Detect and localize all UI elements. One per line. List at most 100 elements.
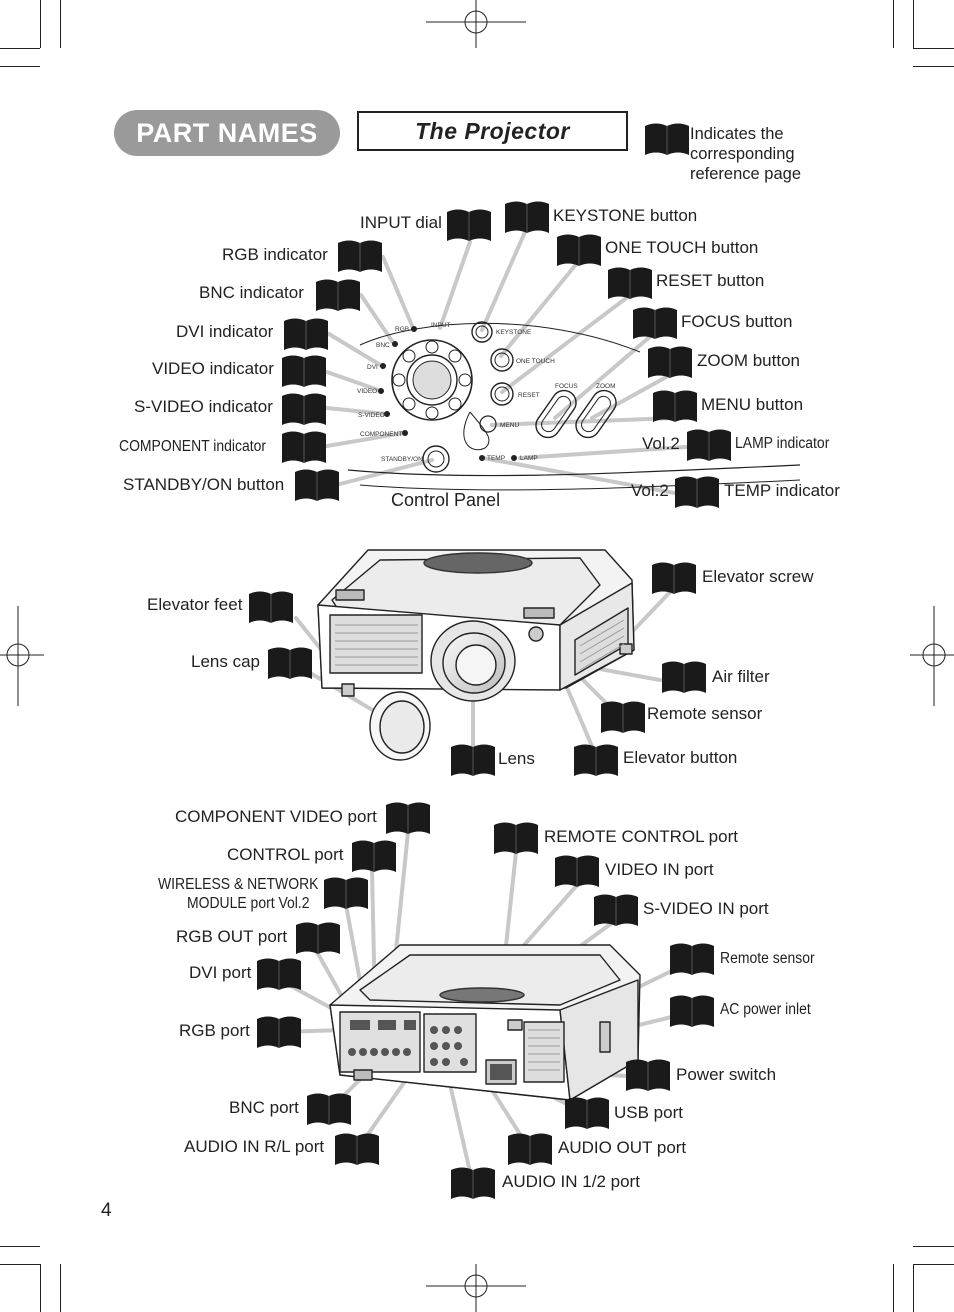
crop-mark bbox=[0, 1246, 40, 1247]
label-menu-button: MENU button bbox=[701, 395, 804, 414]
label-lamp-vol: Vol.2 bbox=[642, 434, 680, 453]
crop-mark bbox=[913, 1264, 954, 1265]
open-book-icon bbox=[573, 743, 619, 777]
label-temp-indicator: TEMP indicator bbox=[724, 481, 840, 500]
label-focus-button: FOCUS button bbox=[681, 312, 793, 331]
label-lamp-indicator: LAMP indicator bbox=[735, 435, 830, 452]
panel-text-focus: FOCUS bbox=[555, 383, 578, 390]
panel-text-input: INPUT bbox=[431, 322, 451, 329]
open-book-icon bbox=[651, 561, 697, 595]
open-book-icon bbox=[647, 345, 693, 379]
open-book-icon bbox=[306, 1092, 352, 1126]
label-control-port: CONTROL port bbox=[227, 845, 344, 864]
open-book-icon bbox=[450, 743, 496, 777]
open-book-icon bbox=[248, 590, 294, 624]
open-book-icon bbox=[295, 921, 341, 955]
open-book-icon bbox=[294, 468, 340, 502]
label-keystone-button: KEYSTONE button bbox=[553, 206, 698, 225]
open-book-icon bbox=[493, 821, 539, 855]
open-book-icon bbox=[674, 475, 720, 509]
label-lens: Lens bbox=[498, 749, 535, 768]
panel-text-keystone: KEYSTONE bbox=[496, 329, 532, 336]
open-book-icon bbox=[256, 957, 302, 991]
panel-text-dvi: DVI bbox=[367, 364, 378, 371]
label-rgb-indicator: RGB indicator bbox=[222, 245, 328, 264]
label-module-port: MODULE port Vol.2 bbox=[187, 895, 310, 912]
panel-text-standby: STANDBY/ON bbox=[381, 456, 423, 463]
open-book-icon bbox=[281, 354, 327, 388]
open-book-icon bbox=[256, 1015, 302, 1049]
label-onetouch-button: ONE TOUCH button bbox=[605, 238, 759, 257]
label-elevator-screw: Elevator screw bbox=[702, 567, 814, 586]
open-book-icon bbox=[607, 266, 653, 300]
label-elevator-feet: Elevator feet bbox=[147, 595, 243, 614]
crop-mark bbox=[913, 48, 954, 49]
crop-mark bbox=[60, 0, 61, 48]
panel-text-reset: RESET bbox=[518, 392, 540, 399]
label-rgb-port: RGB port bbox=[179, 1021, 250, 1040]
crop-mark bbox=[0, 48, 40, 49]
crop-mark bbox=[893, 0, 894, 48]
registration-target-icon bbox=[0, 606, 44, 706]
open-book-icon bbox=[507, 1132, 553, 1166]
crop-mark bbox=[0, 66, 40, 67]
crop-mark bbox=[40, 0, 41, 48]
open-book-icon bbox=[504, 200, 550, 234]
label-video-indicator: VIDEO indicator bbox=[152, 359, 274, 378]
crop-mark bbox=[0, 1264, 40, 1265]
panel-text-rgb: RGB bbox=[395, 326, 409, 333]
panel-text-onetouch: ONE TOUCH bbox=[516, 358, 555, 365]
open-book-icon bbox=[323, 876, 369, 910]
crop-mark bbox=[60, 1264, 61, 1312]
open-book-icon bbox=[600, 700, 646, 734]
panel-text-svideo: S-VIDEO bbox=[358, 412, 385, 419]
subsection-title: The Projector bbox=[357, 111, 628, 151]
crop-mark bbox=[913, 0, 914, 48]
label-usb-port: USB port bbox=[614, 1103, 683, 1122]
legend-book-icon bbox=[644, 122, 690, 156]
crop-mark bbox=[913, 1264, 914, 1312]
open-book-icon bbox=[283, 317, 329, 351]
label-zoom-button: ZOOM button bbox=[697, 351, 800, 370]
registration-target-icon bbox=[426, 1264, 526, 1312]
label-input-dial: INPUT dial bbox=[360, 213, 442, 232]
panel-text-lamp: LAMP bbox=[520, 455, 538, 462]
open-book-icon bbox=[669, 942, 715, 976]
open-book-icon bbox=[315, 278, 361, 312]
label-ac-power-inlet: AC power inlet bbox=[720, 1001, 811, 1018]
open-book-icon bbox=[334, 1132, 380, 1166]
label-lens-cap: Lens cap bbox=[191, 652, 260, 671]
page-number: 4 bbox=[101, 1200, 112, 1221]
label-video-in-port: VIDEO IN port bbox=[605, 860, 714, 879]
label-dvi-indicator: DVI indicator bbox=[176, 322, 274, 341]
open-book-icon bbox=[337, 239, 383, 273]
label-temp-vol: Vol.2 bbox=[631, 481, 669, 500]
open-book-icon bbox=[625, 1058, 671, 1092]
label-remote-sensor-front: Remote sensor bbox=[647, 704, 763, 723]
open-book-icon bbox=[686, 428, 732, 462]
label-dvi-port: DVI port bbox=[189, 963, 252, 982]
open-book-icon bbox=[593, 893, 639, 927]
crop-mark bbox=[893, 1264, 894, 1312]
open-book-icon bbox=[351, 839, 397, 873]
registration-target-icon bbox=[910, 606, 954, 706]
open-book-icon bbox=[385, 801, 431, 835]
label-svideo-in-port: S-VIDEO IN port bbox=[643, 899, 769, 918]
section-title: PART NAMES bbox=[114, 110, 340, 156]
open-book-icon bbox=[446, 208, 492, 242]
label-wireless-network: WIRELESS & NETWORK bbox=[158, 876, 319, 893]
label-audio-in-rl-port: AUDIO IN R/L port bbox=[184, 1137, 325, 1156]
panel-text-temp: TEMP bbox=[487, 455, 505, 462]
open-book-icon bbox=[652, 389, 698, 423]
label-remote-sensor-rear: Remote sensor bbox=[720, 950, 815, 967]
label-component-indicator: COMPONENT indicator bbox=[119, 438, 267, 455]
panel-text-zoom: ZOOM bbox=[596, 383, 616, 390]
crop-mark bbox=[913, 1246, 954, 1247]
label-audio-in-12-port: AUDIO IN 1/2 port bbox=[502, 1172, 640, 1191]
label-svideo-indicator: S-VIDEO indicator bbox=[134, 397, 273, 416]
label-standby-button: STANDBY/ON button bbox=[123, 475, 285, 494]
label-bnc-indicator: BNC indicator bbox=[199, 283, 304, 302]
panel-text-bnc: BNC bbox=[376, 342, 390, 349]
crop-mark bbox=[913, 66, 954, 67]
label-power-switch: Power switch bbox=[676, 1065, 777, 1084]
